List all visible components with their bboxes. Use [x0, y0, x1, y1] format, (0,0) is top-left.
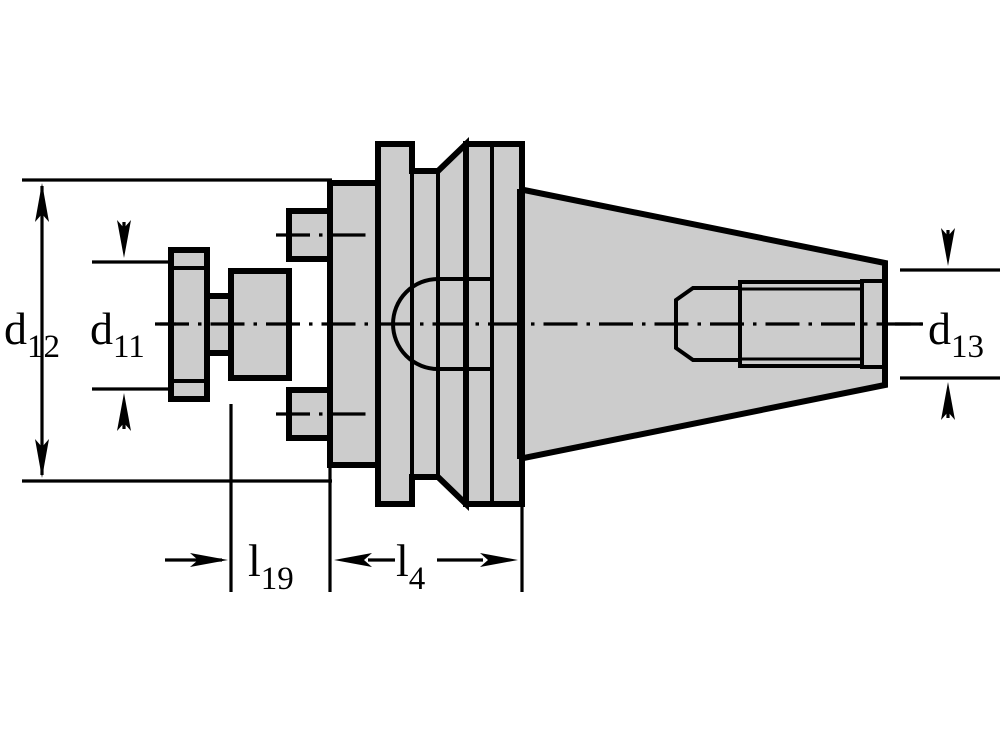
dim-label-d12: d12 [4, 303, 60, 365]
dim-arrow-d13-bottom [941, 382, 955, 420]
dim-arrow-d11-bottom [117, 393, 131, 431]
dim-label-l19: l19 [248, 535, 294, 597]
taper-internal-bore [860, 279, 885, 369]
dimension-d11: d11 [90, 220, 176, 431]
dim-arrow-d11-top [117, 220, 131, 258]
dimension-d13: d13 [895, 228, 984, 420]
dim-arrow-l4-left [334, 553, 372, 567]
dim-label-d12-subscript: 12 [27, 329, 60, 365]
dim-label-d13: d13 [928, 303, 984, 365]
dim-arrow-d12-top [35, 183, 49, 222]
part-geometry [168, 136, 888, 512]
dim-label-l4: l4 [396, 535, 425, 597]
dim-label-d11: d11 [90, 303, 145, 365]
dim-arrow-d12-bottom [35, 439, 49, 478]
dim-label-d13-subscript: 13 [951, 329, 984, 365]
extension-lines [22, 178, 1000, 592]
dim-arrow-l19-right [190, 553, 228, 567]
dim-arrow-d13-top [941, 228, 955, 266]
dimension-d12: d12 [4, 183, 60, 478]
dim-label-l19-subscript: 19 [261, 561, 294, 597]
dim-label-d11-subscript: 11 [113, 329, 145, 365]
dimension-l4: l4 [334, 535, 518, 597]
center-lines [155, 233, 930, 416]
dimension-l19: l19 [165, 535, 294, 597]
dim-arrow-l4-right [480, 553, 518, 567]
dim-label-l4-subscript: 4 [409, 561, 426, 597]
